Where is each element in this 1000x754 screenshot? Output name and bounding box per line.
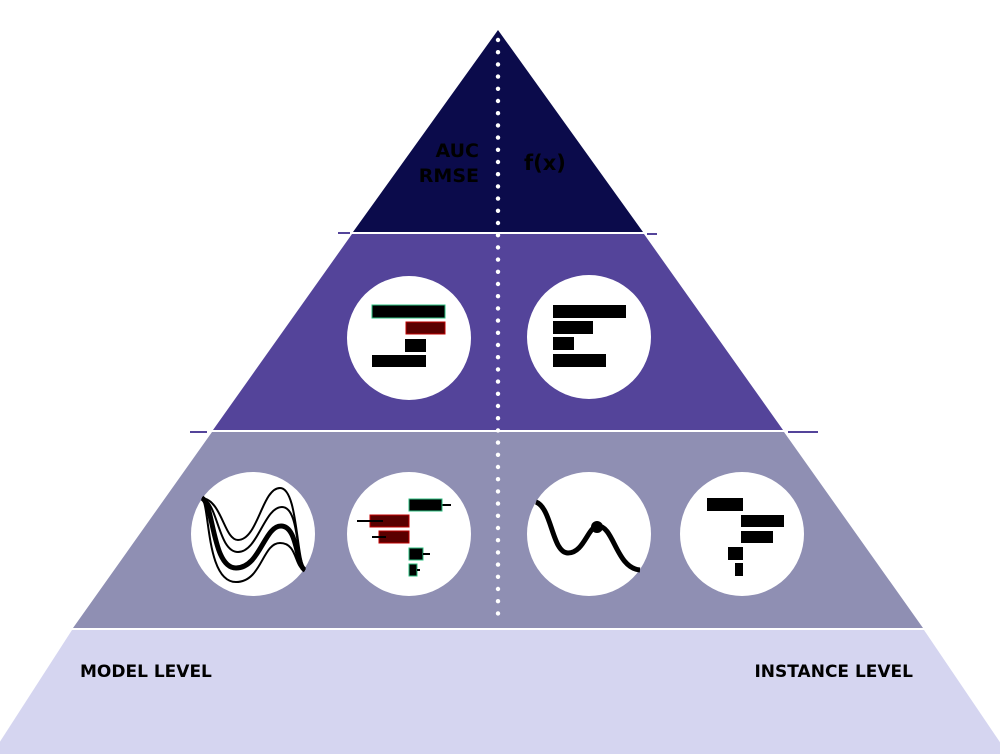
- divider-dot: [495, 464, 501, 470]
- divider-dot: [495, 562, 501, 567]
- divider-dot: [495, 586, 501, 592]
- divider-dot: [495, 403, 501, 409]
- breakdown-bar-1: [707, 498, 743, 511]
- ceteris-paribus-curve: [534, 499, 641, 573]
- divider-dot: [495, 196, 501, 201]
- divider-dot: [495, 501, 501, 506]
- breakdown-bar-3: [741, 531, 773, 543]
- waterfall-bar-3: [405, 339, 426, 352]
- break-down-attribution-icon: [680, 472, 804, 596]
- contribution-bar-1: [408, 498, 443, 512]
- ceteris-paribus-profile-icon: [527, 472, 651, 596]
- breakdown-bar-2: [741, 515, 784, 527]
- breakdown-bar-5: [735, 563, 743, 576]
- profile-curve-2: [201, 497, 306, 571]
- divider-dot: [495, 440, 501, 445]
- divider-dot: [495, 123, 501, 128]
- divider-dot: [495, 159, 501, 165]
- divider-dot: [495, 428, 501, 433]
- divider-dot: [495, 391, 501, 396]
- tier-bottom-band: [0, 630, 1000, 754]
- importance-bar-4: [553, 354, 606, 367]
- divider-dot: [495, 611, 501, 616]
- divider-dot: [495, 98, 501, 104]
- divider-dot: [495, 477, 501, 482]
- tier-top-band: [353, 30, 643, 232]
- divider-dot: [495, 525, 501, 531]
- divider-dot: [495, 111, 501, 116]
- center-dotted-divider: [495, 37, 501, 616]
- importance-bar-3: [553, 337, 574, 350]
- divider-dot: [495, 62, 501, 67]
- waterfall-bar-1: [371, 304, 446, 319]
- divider-dot: [495, 86, 501, 92]
- profile-curve-mean: [200, 495, 307, 573]
- divider-dot: [495, 599, 501, 604]
- divider-dot: [495, 294, 501, 299]
- divider-dot: [495, 513, 501, 518]
- profile-curve-3: [201, 497, 306, 584]
- divider-dot: [495, 550, 501, 555]
- contribution-bar-4: [408, 547, 424, 561]
- divider-dot: [495, 574, 501, 579]
- divider-dot: [495, 318, 501, 323]
- metric-rmse-label: RMSE: [419, 165, 479, 187]
- waterfall-bar-2: [405, 321, 446, 335]
- divider-dot: [495, 281, 501, 287]
- waterfall-bar-4: [372, 355, 426, 367]
- divider-dot: [495, 342, 501, 348]
- metric-auc-label: AUC: [436, 140, 480, 162]
- importance-bar-1: [553, 305, 626, 318]
- feature-importance-bars-icon: [527, 275, 651, 399]
- divider-dot: [495, 379, 501, 384]
- breakdown-bar-4: [728, 547, 743, 560]
- divider-dot: [495, 172, 501, 177]
- divider-dot: [495, 416, 501, 421]
- divider-dot: [495, 220, 501, 226]
- divider-dot: [495, 74, 501, 79]
- observation-point: [591, 521, 603, 533]
- divider-dot: [495, 306, 501, 311]
- divider-dot: [495, 37, 501, 43]
- divider-dot: [495, 208, 501, 213]
- divider-dot: [495, 147, 501, 152]
- partial-dependence-profiles-icon: [191, 472, 315, 596]
- divider-dot: [495, 367, 501, 372]
- divider-dot: [495, 538, 501, 543]
- instance-level-label: INSTANCE LEVEL: [754, 662, 913, 682]
- divider-dot: [495, 184, 501, 189]
- model-level-label: MODEL LEVEL: [80, 662, 212, 682]
- contribution-bar-5: [408, 563, 418, 577]
- shap-contribution-boxplot-icon: [347, 472, 471, 596]
- divider-dot: [495, 330, 501, 335]
- divider-dot: [495, 233, 501, 238]
- divider-dot: [495, 135, 501, 140]
- divider-dot: [495, 245, 501, 250]
- divider-dot: [495, 489, 501, 494]
- divider-dot: [495, 355, 501, 360]
- waterfall-breakdown-icon: [347, 276, 471, 400]
- importance-bar-2: [553, 321, 593, 334]
- prediction-fx-label: f(x): [524, 151, 566, 175]
- divider-dot: [495, 269, 501, 274]
- divider-dot: [495, 50, 501, 55]
- divider-dot: [495, 257, 501, 262]
- divider-dot: [495, 452, 501, 457]
